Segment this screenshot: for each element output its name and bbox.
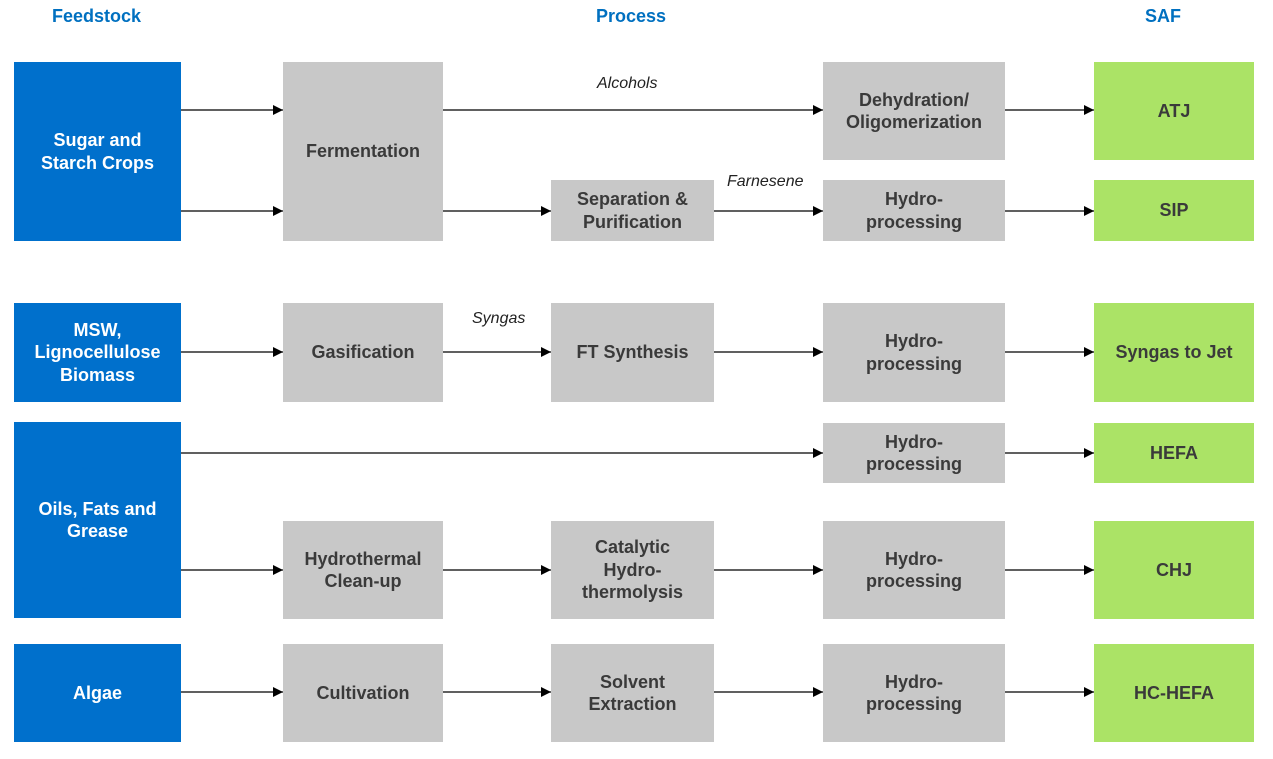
- saf-syngas-to-jet: Syngas to Jet: [1094, 303, 1254, 402]
- process-cultivation: Cultivation: [283, 644, 443, 742]
- process-solvent-extraction: Solvent Extraction: [551, 644, 714, 742]
- process-hydroprocessing-hchefa: Hydro- processing: [823, 644, 1005, 742]
- saf-sip: SIP: [1094, 180, 1254, 241]
- process-hydrothermal-cleanup: Hydrothermal Clean-up: [283, 521, 443, 619]
- process-gasification: Gasification: [283, 303, 443, 402]
- label-syngas: Syngas: [472, 310, 526, 327]
- process-hydroprocessing-hefa: Hydro- processing: [823, 423, 1005, 483]
- process-hydroprocessing-sip: Hydro- processing: [823, 180, 1005, 241]
- feedstock-sugar-starch: Sugar and Starch Crops: [14, 62, 181, 241]
- process-hydroprocessing-syngas: Hydro- processing: [823, 303, 1005, 402]
- process-hydroprocessing-chj: Hydro- processing: [823, 521, 1005, 619]
- saf-chj: CHJ: [1094, 521, 1254, 619]
- saf-hc-hefa: HC-HEFA: [1094, 644, 1254, 742]
- process-fermentation: Fermentation: [283, 62, 443, 241]
- feedstock-oils-fats-grease: Oils, Fats and Grease: [14, 422, 181, 618]
- process-ft-synthesis: FT Synthesis: [551, 303, 714, 402]
- saf-hefa: HEFA: [1094, 423, 1254, 483]
- saf-header: SAF: [1145, 6, 1181, 26]
- feedstock-algae: Algae: [14, 644, 181, 742]
- saf-atj: ATJ: [1094, 62, 1254, 160]
- feedstock-msw-lignocellulose: MSW, Lignocellulose Biomass: [14, 303, 181, 402]
- label-alcohols: Alcohols: [597, 75, 658, 92]
- label-farnesene: Farnesene: [727, 173, 804, 190]
- feedstock-header: Feedstock: [52, 6, 142, 26]
- process-separation-purification: Separation & Purification: [551, 180, 714, 241]
- process-header: Process: [596, 6, 667, 26]
- process-dehydration-oligomerization: Dehydration/ Oligomerization: [823, 62, 1005, 160]
- process-catalytic-hydrothermolysis: Catalytic Hydro- thermolysis: [551, 521, 714, 619]
